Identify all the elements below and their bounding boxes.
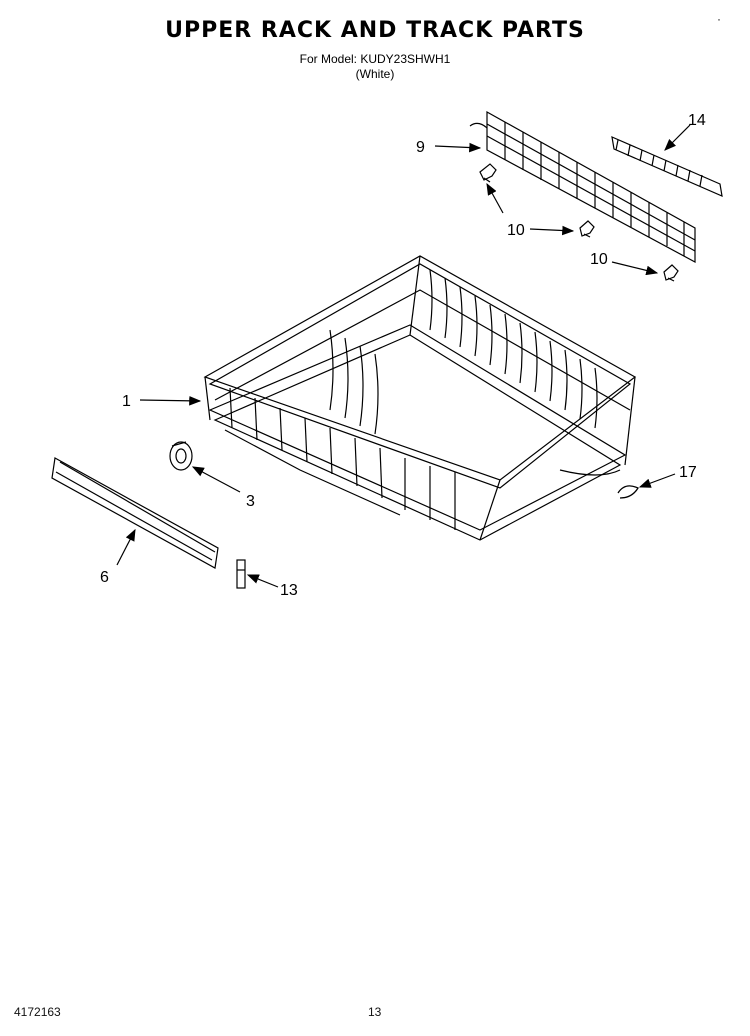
callout-9: 9 [416,139,425,156]
corner-mark: · [717,12,721,26]
page-number: 13 [368,1005,382,1019]
callout-10-a: 10 [507,222,525,239]
callout-14: 14 [688,112,706,129]
callout-17: 17 [679,464,697,481]
callout-1: 1 [122,393,131,410]
document-number: 4172163 [14,1005,61,1019]
model-line: For Model: KUDY23SHWH1 [299,52,451,66]
callout-3: 3 [246,493,255,510]
part-10-clip-c [663,264,679,282]
part-1-rack [203,255,637,541]
part-10-clip-a [479,163,497,183]
part-3-wheel [169,441,193,471]
page-title: UPPER RACK AND TRACK PARTS [165,18,585,43]
part-13-stop [236,559,246,589]
callout-10-b: 10 [590,251,608,268]
color-line: (White) [355,67,395,81]
part-6-track [51,457,219,569]
callout-13: 13 [280,582,298,599]
callout-6: 6 [100,569,109,586]
part-9-shield [469,110,696,264]
leader-lines [116,124,691,588]
part-10-clip-b [579,220,595,238]
part-17-hook [617,485,639,499]
part-14-bar [611,136,723,197]
